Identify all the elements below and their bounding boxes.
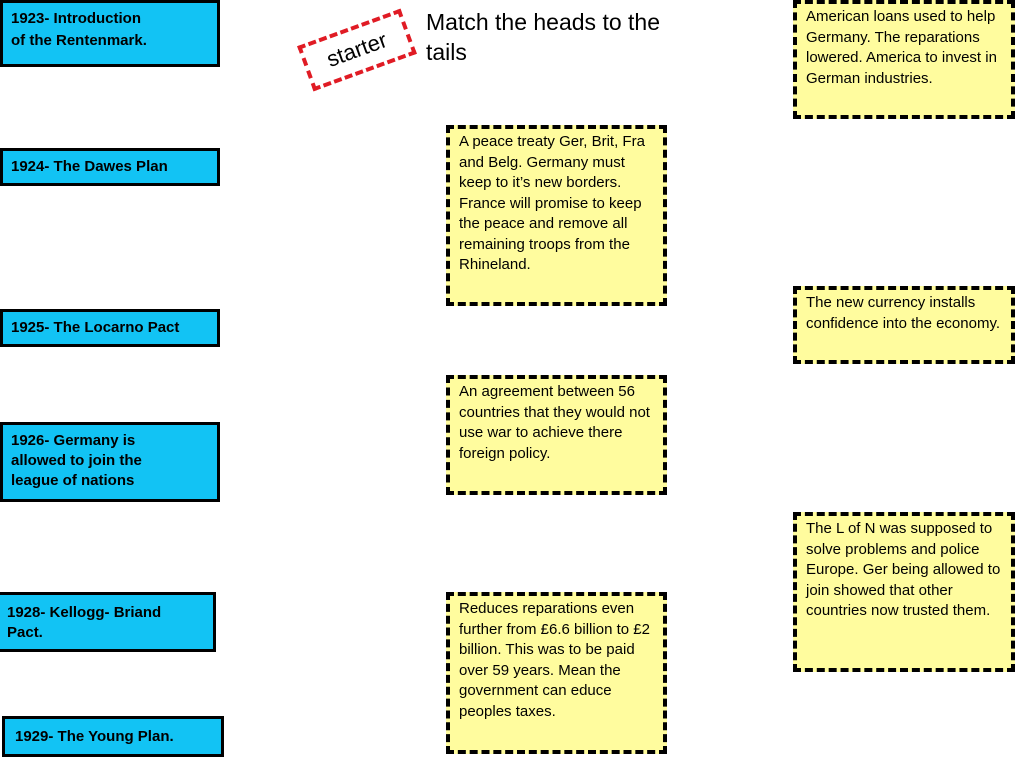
tail-league-text: The L of N was supposed to solve problem…: [806, 520, 1001, 619]
head-card-1923[interactable]: 1923- Introduction of the Rentenmark.: [0, 0, 220, 67]
head-1924-text: 1924- The Dawes Plan: [11, 158, 168, 175]
tail-card-young[interactable]: Reduces reparations even further from £6…: [446, 592, 667, 754]
head-1923-line2: of the Rentenmark.: [11, 32, 147, 49]
head-1926-text: 1926- Germany is allowed to join the lea…: [11, 432, 142, 489]
tail-card-rentenmark[interactable]: The new currency installs confidence int…: [793, 286, 1015, 364]
starter-label: starter: [323, 27, 391, 72]
starter-stamp: starter: [297, 8, 417, 92]
page-title: Match the heads to the tails: [426, 9, 660, 65]
head-card-1929[interactable]: 1929- The Young Plan.: [2, 716, 224, 757]
head-card-1924[interactable]: 1924- The Dawes Plan: [0, 148, 220, 186]
tail-kellogg-text: An agreement between 56 countries that t…: [459, 383, 650, 462]
head-card-1926[interactable]: 1926- Germany is allowed to join the lea…: [0, 422, 220, 502]
tail-young-text: Reduces reparations even further from £6…: [459, 600, 650, 720]
tail-card-dawes[interactable]: American loans used to help Germany. The…: [793, 0, 1015, 119]
tail-card-kellogg[interactable]: An agreement between 56 countries that t…: [446, 375, 667, 495]
head-1928-text: 1928- Kellogg- Briand Pact.: [7, 604, 162, 641]
head-1925-text: 1925- The Locarno Pact: [11, 319, 180, 336]
tail-card-league[interactable]: The L of N was supposed to solve problem…: [793, 512, 1015, 672]
tail-dawes-text: American loans used to help Germany. The…: [806, 8, 997, 87]
tail-locarno-text: A peace treaty Ger, Brit, Fra and Belg. …: [459, 133, 645, 273]
tail-card-locarno[interactable]: A peace treaty Ger, Brit, Fra and Belg. …: [446, 125, 667, 306]
head-1929-text: 1929- The Young Plan.: [15, 728, 174, 745]
head-1923-line1: 1923- Introduction: [11, 10, 142, 27]
tail-rentenmark-text: The new currency installs confidence int…: [806, 294, 1001, 332]
head-card-1925[interactable]: 1925- The Locarno Pact: [0, 309, 220, 347]
head-card-1928[interactable]: 1928- Kellogg- Briand Pact.: [0, 592, 216, 652]
